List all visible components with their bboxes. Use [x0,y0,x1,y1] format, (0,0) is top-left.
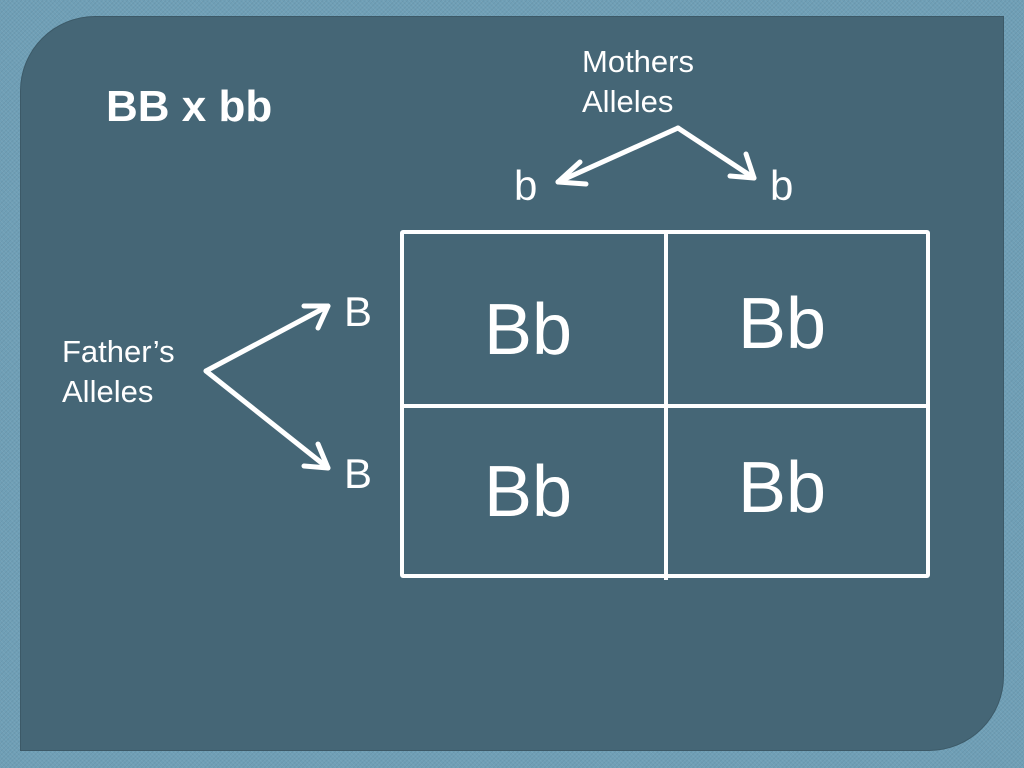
arrow-to-mother-allele-2 [675,125,757,181]
fathers-label-line-1: Father’s [62,334,175,369]
mothers-alleles-label: Mothers Alleles [582,42,694,122]
mothers-label-line-2: Alleles [582,84,674,119]
fathers-label-line-2: Alleles [62,374,154,409]
genotype-label: Bb [738,284,827,364]
mothers-label-line-1: Mothers [582,44,694,79]
arrow-to-father-allele-1 [203,303,331,374]
father-allele-1: B [344,288,373,335]
fathers-alleles-label: Father’s Alleles [62,332,175,412]
punnett-square: Bb Bb Bb Bb [400,230,930,580]
punnett-cell-r1-c1: Bb [404,234,668,408]
arrow-to-mother-allele-1 [555,125,681,187]
arrow-to-father-allele-2 [203,368,331,471]
punnett-cell-r2-c2: Bb [668,408,930,580]
punnett-cell-r1-c2: Bb [668,234,930,408]
slide-panel: BB x bb Mothers Alleles Father’s Alleles… [20,16,1004,751]
punnett-cell-r2-c1: Bb [404,408,668,580]
genotype-label: Bb [738,448,827,528]
father-allele-2: B [344,450,373,497]
genotype-label: Bb [484,452,573,532]
genotype-label: Bb [484,290,573,370]
mother-allele-2: b [770,162,794,209]
mother-allele-1: b [514,162,538,209]
slide-title: BB x bb [106,82,273,131]
allele-arrows [203,125,757,471]
